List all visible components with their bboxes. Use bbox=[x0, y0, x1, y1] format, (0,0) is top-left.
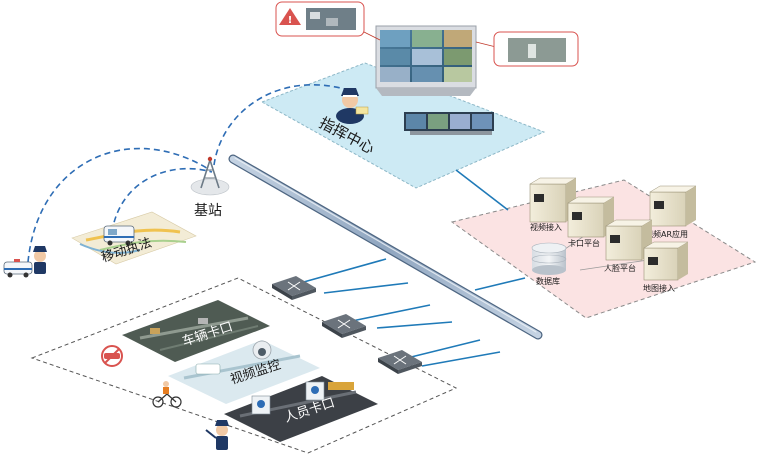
server-map-access bbox=[643, 241, 689, 281]
server-zone bbox=[450, 179, 757, 319]
wireless-links bbox=[27, 84, 349, 263]
personnel-checkpoint-tile bbox=[224, 376, 378, 442]
vehicle-checkpoint-tile bbox=[122, 300, 270, 362]
video-wall bbox=[375, 25, 477, 96]
monitor-row bbox=[404, 112, 494, 135]
server-video-access bbox=[529, 177, 577, 223]
no-vehicle-icon bbox=[101, 345, 123, 367]
warning-icon bbox=[279, 8, 301, 25]
backbone-bus bbox=[228, 154, 543, 340]
server-checkpoint-platform bbox=[567, 196, 615, 238]
server-video-access-label: 视频接入 bbox=[530, 222, 562, 232]
base-station-label: 基站 bbox=[194, 202, 222, 219]
patrol-car-icon bbox=[3, 259, 33, 278]
video-surveillance-tile bbox=[168, 340, 320, 404]
police-van-icon bbox=[103, 225, 135, 246]
cyclist-icon bbox=[152, 381, 182, 408]
server-video-ar bbox=[649, 185, 697, 227]
server-checkpoint-platform-label: 卡口平台 bbox=[568, 238, 600, 248]
front-end-zone bbox=[30, 277, 458, 454]
network-links bbox=[292, 169, 526, 367]
police-officer-icon bbox=[336, 88, 369, 124]
server-map-access-label: 地图接入 bbox=[643, 283, 675, 293]
snapshot-popup bbox=[475, 31, 579, 67]
server-video-ar-label: 视频AR应用 bbox=[645, 229, 688, 239]
traffic-officer-icon bbox=[33, 246, 47, 274]
base-station-icon bbox=[190, 156, 230, 196]
network-switch-3 bbox=[378, 350, 422, 374]
command-center-zone bbox=[260, 62, 546, 189]
network-switch-1 bbox=[272, 276, 316, 300]
alarm-popup: ! bbox=[275, 1, 381, 41]
pedestrian-officer-icon bbox=[205, 420, 229, 450]
dome-camera-icon bbox=[252, 340, 272, 360]
database-icon bbox=[531, 242, 567, 275]
database-label: 数据库 bbox=[536, 276, 560, 286]
svg-text:!: ! bbox=[288, 15, 293, 26]
network-switch-2 bbox=[322, 314, 366, 338]
server-face-platform-label: 人脸平台 bbox=[604, 263, 636, 273]
